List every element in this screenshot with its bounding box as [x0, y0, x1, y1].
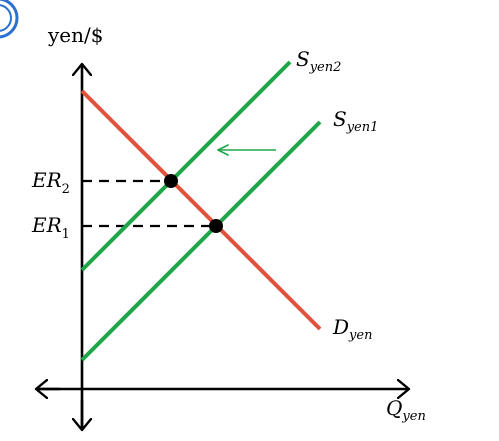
demand-label: Dyen — [332, 315, 372, 343]
er2-label: ER2 — [31, 168, 70, 197]
x-axis-label: Qyen — [386, 396, 426, 424]
circle-icon — [0, 0, 19, 39]
supply-2-label: Syen2 — [296, 47, 341, 75]
er1-label: ER1 — [31, 213, 70, 242]
equilibrium-point-1 — [209, 219, 223, 233]
supply-curve-2 — [80, 60, 292, 272]
supply-curve-1 — [80, 120, 322, 362]
equilibrium-point-2 — [164, 174, 178, 188]
y-axis-label: yen/$ — [47, 23, 103, 47]
demand-curve — [80, 89, 322, 331]
supply-1-label: Syen1 — [333, 107, 378, 135]
